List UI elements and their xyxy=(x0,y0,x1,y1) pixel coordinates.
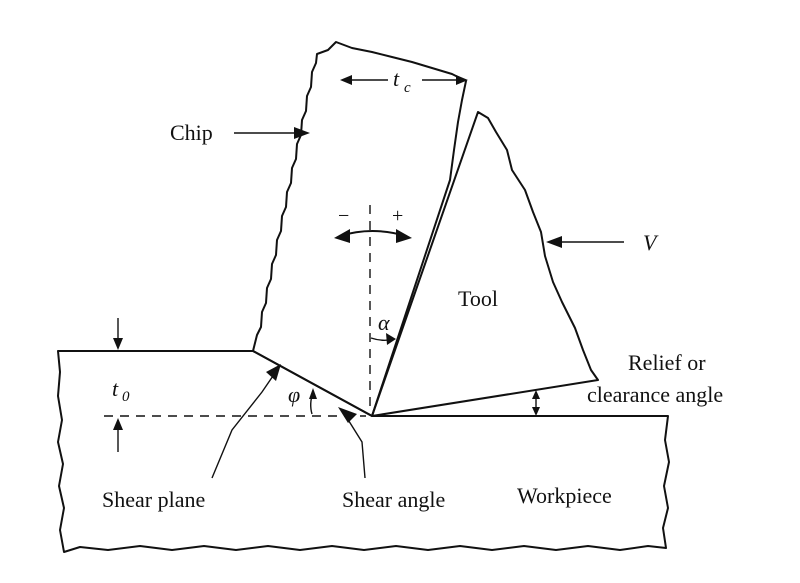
workpiece-label: Workpiece xyxy=(517,483,612,508)
shear-plane-pointer xyxy=(211,372,276,479)
depth-label: t xyxy=(112,376,119,401)
shear-angle-arrow-head xyxy=(338,407,357,423)
rake-sign-arrow-right xyxy=(396,229,412,243)
relief-label-line1: Relief or xyxy=(628,350,706,375)
chip-thickness-label: t xyxy=(393,66,400,91)
shear-angle-symbol: φ xyxy=(288,382,300,407)
rake-angle-label: α xyxy=(378,310,390,335)
shear-angle-pointer xyxy=(346,417,366,479)
chip-thickness-subscript: c xyxy=(404,80,411,96)
velocity-label: V xyxy=(643,230,659,255)
velocity-arrow-head xyxy=(546,236,562,248)
relief-label-line2: clearance angle xyxy=(587,382,723,407)
shear-plane-label: Shear plane xyxy=(102,487,205,512)
shear-plane-arrow-head xyxy=(266,364,281,381)
chip-label: Chip xyxy=(170,120,213,145)
chip-outline xyxy=(252,41,467,417)
tool-label: Tool xyxy=(458,286,498,311)
rake-sign-arrow-left xyxy=(334,229,350,243)
depth-subscript: 0 xyxy=(122,389,130,405)
tool-outline xyxy=(371,111,599,417)
shear-angle-label: Shear angle xyxy=(342,487,445,512)
minus-sign: − xyxy=(338,205,349,227)
chip-arrow-head xyxy=(294,127,310,139)
workpiece-outline xyxy=(57,350,670,553)
plus-sign: + xyxy=(392,205,403,227)
